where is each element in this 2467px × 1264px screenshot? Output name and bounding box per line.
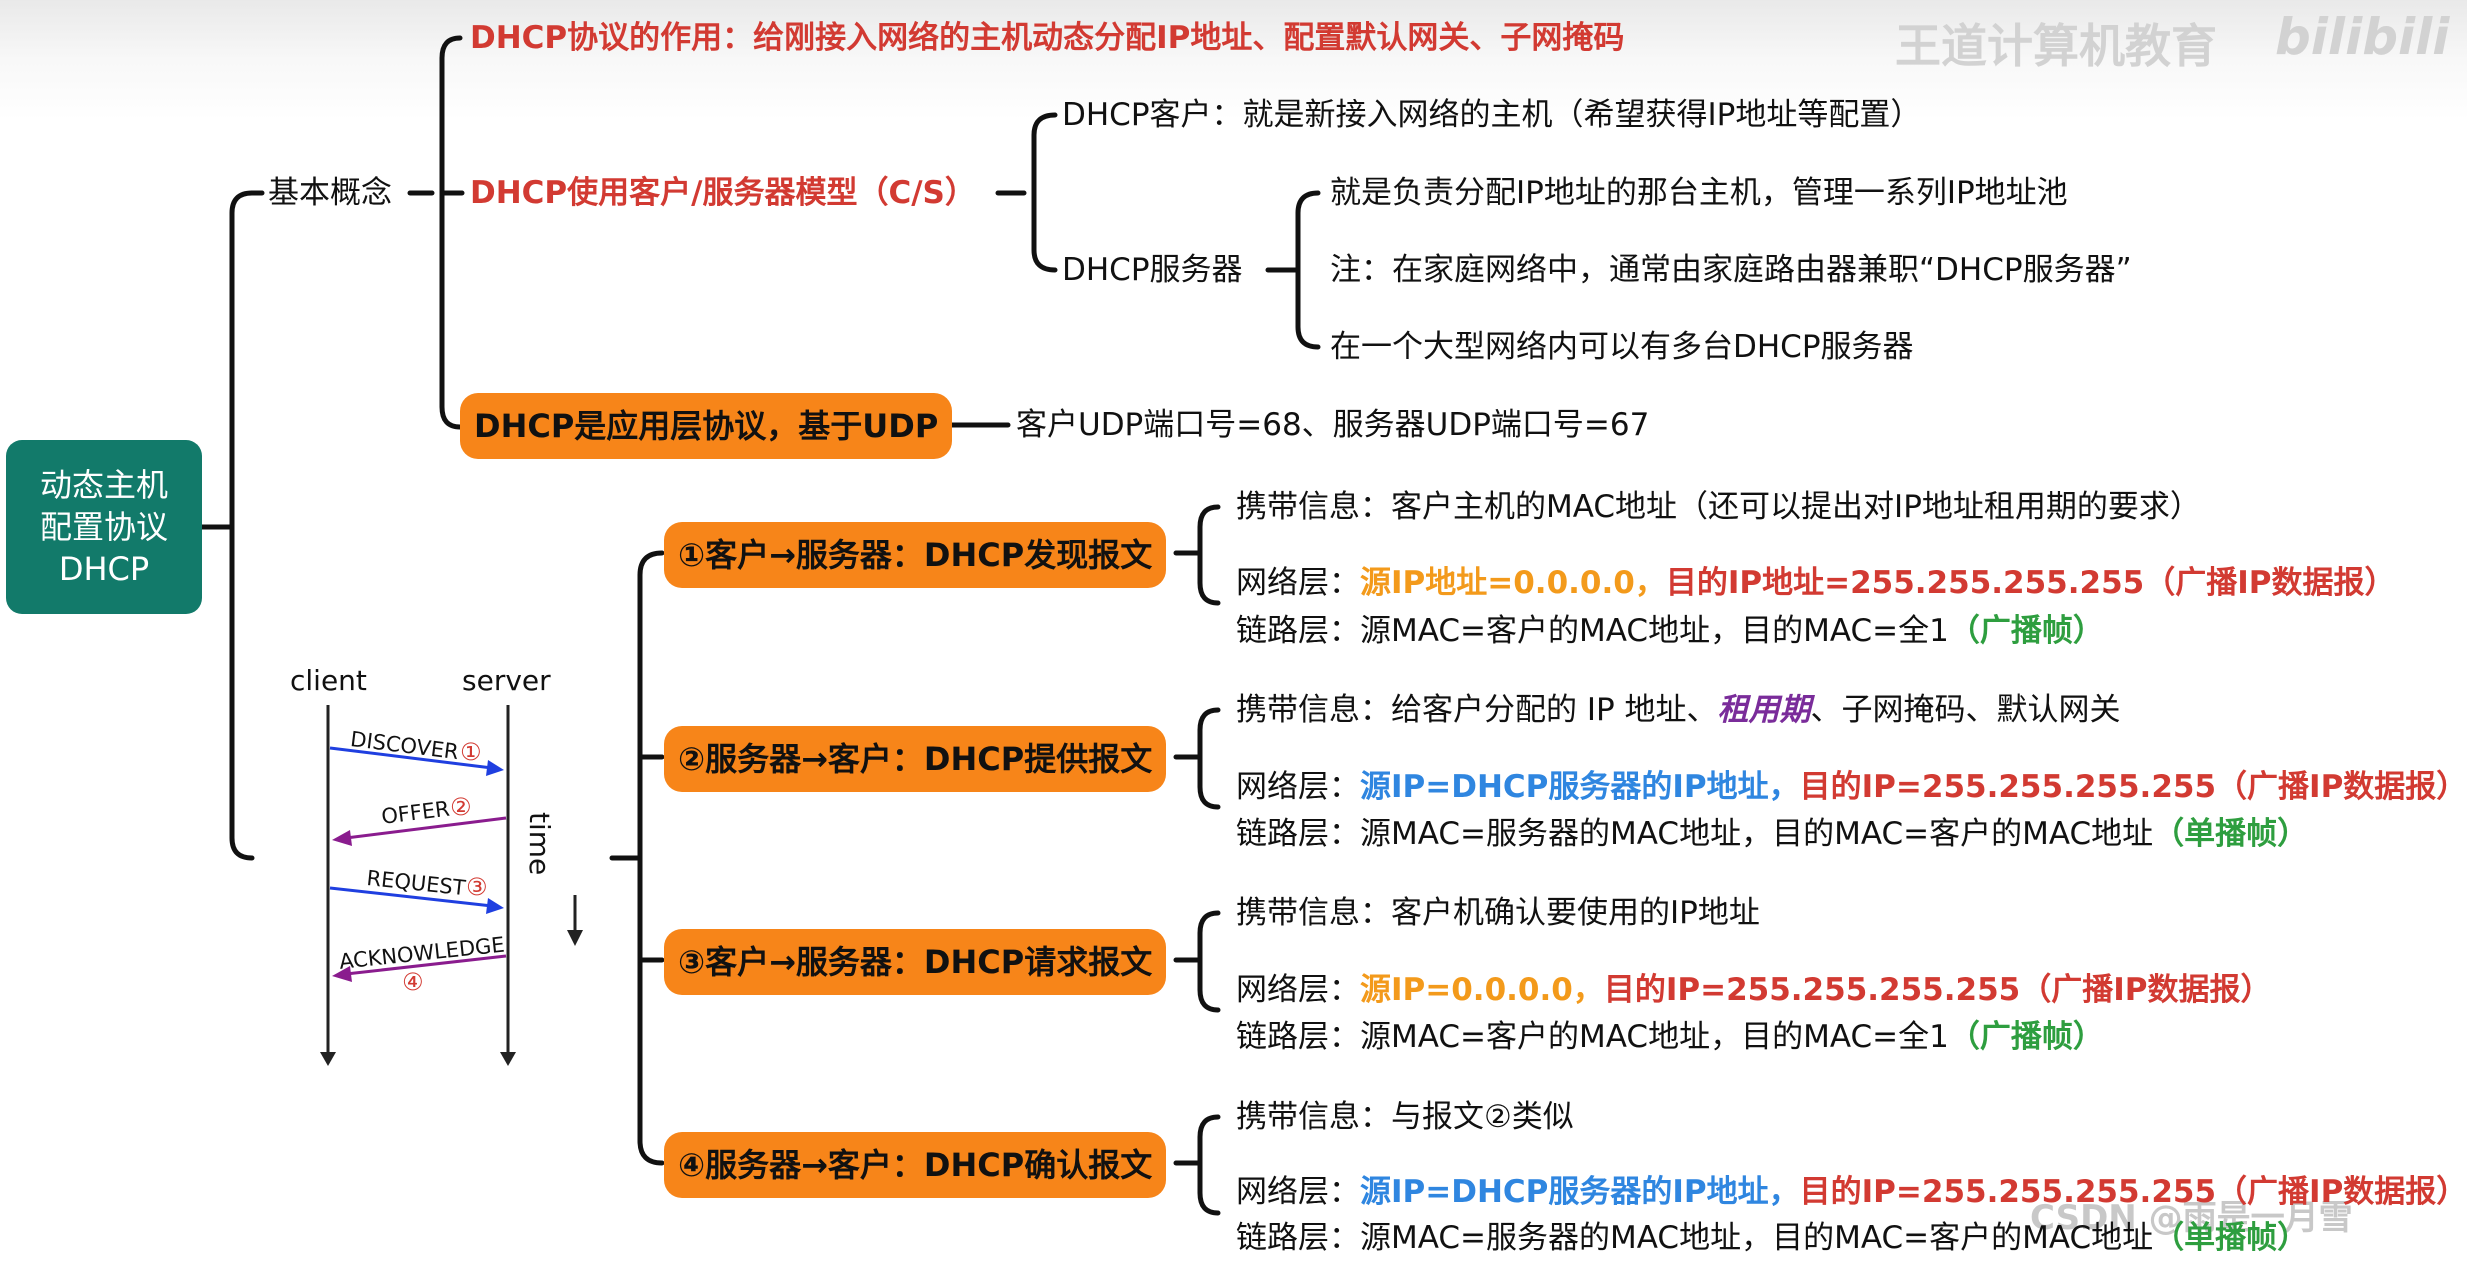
node-server-item-1: 就是负责分配IP地址的那台主机，管理一系列IP地址池 (1330, 175, 2068, 211)
net-src: 源IP=DHCP服务器的IP地址， (1360, 1174, 1800, 1210)
net-src: 源IP地址=0.0.0.0， (1360, 565, 1666, 601)
message-2-carry: 携带信息：给客户分配的 IP 地址、租用期、子网掩码、默认网关 (1236, 690, 2121, 730)
link-tag: （单播帧） (2153, 816, 2309, 852)
message-1-carry: 携带信息：客户主机的MAC地址（还可以提出对IP地址租用期的要求） (1236, 489, 2201, 525)
net-src: 源IP=0.0.0.0， (1360, 972, 1604, 1008)
net-dst: 目的IP=255.255.255.255（广播IP数据报） (1799, 769, 2467, 805)
watermark-wangdao: 王道计算机教育 (1895, 19, 2217, 73)
message-3-network: 网络层：源IP=0.0.0.0，目的IP=255.255.255.255（广播I… (1236, 970, 2272, 1010)
node-basic-concepts: 基本概念 (268, 175, 392, 211)
node-cs-model: DHCP使用客户/服务器模型（C/S） (470, 175, 976, 211)
message-2-link: 链路层：源MAC=服务器的MAC地址，目的MAC=客户的MAC地址（单播帧） (1236, 814, 2308, 854)
node-dhcp-purpose: DHCP协议的作用：给刚接入网络的主机动态分配IP地址、配置默认网关、子网掩码 (470, 20, 1625, 56)
carry-post: 、子网掩码、默认网关 (1810, 692, 2121, 728)
message-3-carry: 携带信息：客户机确认要使用的IP地址 (1236, 895, 1760, 931)
net-src: 源IP=DHCP服务器的IP地址， (1360, 769, 1800, 805)
node-udp-protocol: DHCP是应用层协议，基于UDP (460, 393, 953, 459)
root-node-dhcp: 动态主机 配置协议 DHCP (6, 440, 202, 614)
link-tag: （广播帧） (1948, 1019, 2104, 1055)
message-4-carry: 携带信息：与报文②类似 (1236, 1099, 1574, 1135)
message-1-discover: ①客户→服务器：DHCP发现报文 (664, 522, 1167, 588)
message-2-offer: ②服务器→客户：DHCP提供报文 (664, 726, 1167, 792)
net-prefix: 网络层： (1236, 769, 1360, 805)
message-3-link: 链路层：源MAC=客户的MAC地址，目的MAC=全1（广播帧） (1236, 1017, 2104, 1057)
net-prefix: 网络层： (1236, 565, 1360, 601)
link-tag: （单播帧） (2153, 1220, 2309, 1256)
root-line-3: DHCP (58, 550, 150, 588)
message-2-network: 网络层：源IP=DHCP服务器的IP地址，目的IP=255.255.255.25… (1236, 767, 2467, 807)
message-4-network: 网络层：源IP=DHCP服务器的IP地址，目的IP=255.255.255.25… (1236, 1172, 2467, 1212)
net-dst: 目的IP地址=255.255.255.255（广播IP数据报） (1665, 565, 2396, 601)
net-prefix: 网络层： (1236, 972, 1360, 1008)
node-dhcp-client: DHCP客户：就是新接入网络的主机（希望获得IP地址等配置） (1062, 97, 1922, 133)
message-1-link: 链路层：源MAC=客户的MAC地址，目的MAC=全1（广播帧） (1236, 611, 2104, 651)
sequence-diagram (320, 705, 583, 1066)
message-3-request: ③客户→服务器：DHCP请求报文 (664, 929, 1167, 995)
root-line-1: 动态主机 (39, 466, 168, 504)
link-text: 链路层：源MAC=服务器的MAC地址，目的MAC=客户的MAC地址 (1236, 1220, 2154, 1256)
node-dhcp-server: DHCP服务器 (1062, 252, 1243, 288)
seq-num-4: ④ (402, 968, 424, 996)
seq-num-3: ③ (466, 873, 488, 901)
link-tag: （广播帧） (1948, 613, 2104, 649)
seq-server-label: server (462, 664, 551, 697)
seq-time-label: time (523, 812, 556, 876)
seq-client-label: client (290, 664, 367, 697)
net-prefix: 网络层： (1236, 1174, 1360, 1210)
seq-num-2: ② (450, 793, 472, 821)
message-1-network: 网络层：源IP地址=0.0.0.0，目的IP地址=255.255.255.255… (1236, 563, 2396, 603)
watermark-bilibili-logo: bilibili (2275, 8, 2450, 66)
message-4-link: 链路层：源MAC=服务器的MAC地址，目的MAC=客户的MAC地址（单播帧） (1236, 1218, 2308, 1258)
node-server-item-3: 在一个大型网络内可以有多台DHCP服务器 (1330, 329, 1914, 365)
link-text: 链路层：源MAC=服务器的MAC地址，目的MAC=客户的MAC地址 (1236, 816, 2154, 852)
net-dst: 目的IP=255.255.255.255（广播IP数据报） (1603, 972, 2272, 1008)
seq-num-1: ① (460, 738, 482, 766)
root-line-2: 配置协议 (39, 508, 168, 546)
node-udp-ports: 客户UDP端口号=68、服务器UDP端口号=67 (1016, 407, 1650, 443)
node-server-item-2: 注：在家庭网络中，通常由家庭路由器兼职“DHCP服务器” (1330, 252, 2132, 288)
watermark-csdn: CSDN @雨是一月雪 (2030, 1198, 2353, 1238)
net-dst: 目的IP=255.255.255.255（广播IP数据报） (1799, 1174, 2467, 1210)
message-4-acknowledge: ④服务器→客户：DHCP确认报文 (664, 1132, 1167, 1198)
carry-lease: 租用期 (1717, 692, 1811, 728)
carry-pre: 携带信息：给客户分配的 IP 地址、 (1236, 692, 1718, 728)
link-text: 链路层：源MAC=客户的MAC地址，目的MAC=全1 (1236, 613, 1949, 649)
link-text: 链路层：源MAC=客户的MAC地址，目的MAC=全1 (1236, 1019, 1949, 1055)
